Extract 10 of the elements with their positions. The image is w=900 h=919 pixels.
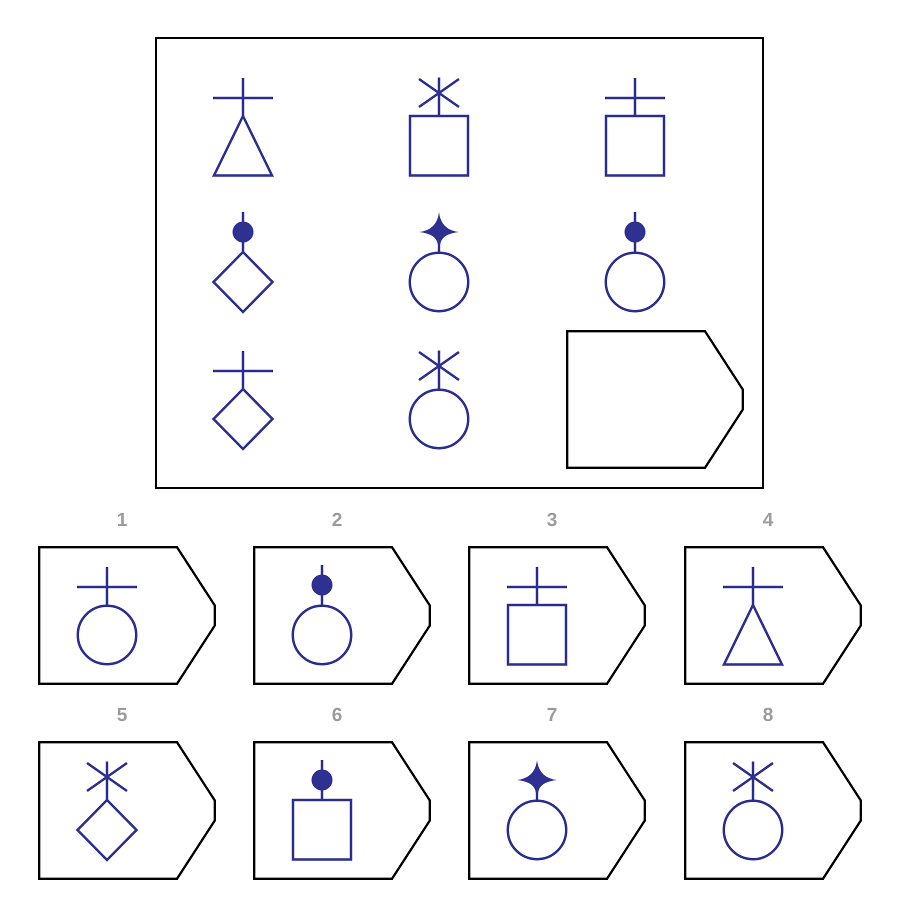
option-number: 3 (546, 511, 558, 530)
option-number: 4 (762, 511, 774, 530)
option-number: 7 (546, 706, 558, 725)
puzzle-frame (155, 37, 764, 489)
answer-slot (566, 330, 744, 469)
option-number: 8 (762, 706, 774, 725)
option-number: 1 (116, 511, 128, 530)
option-number: 2 (332, 511, 342, 530)
option-number: 6 (332, 706, 342, 725)
option-number: 5 (116, 706, 128, 725)
